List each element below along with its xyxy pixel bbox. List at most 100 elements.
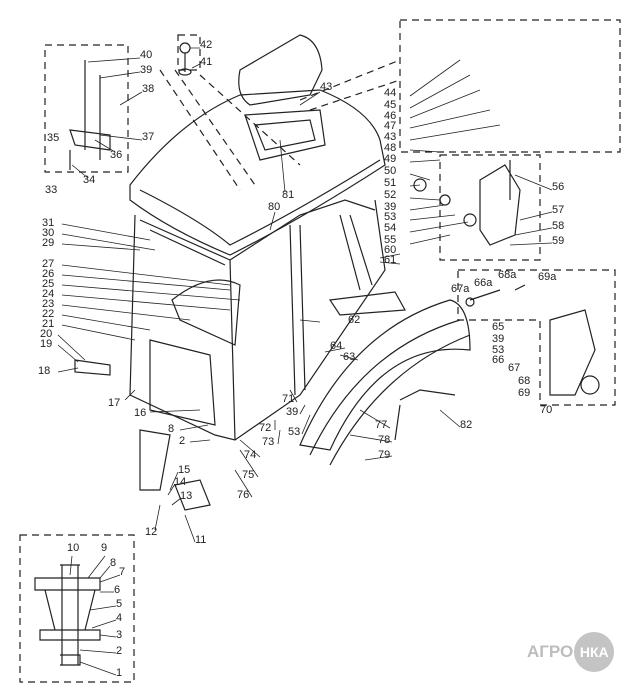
logo-circle: НКА <box>574 632 615 672</box>
callout-label: 25 <box>42 278 55 290</box>
callout-label: 81 <box>282 189 295 201</box>
callout-label: 66 <box>492 354 505 366</box>
callout-label: 42 <box>200 39 213 51</box>
callout-label: 18 <box>38 365 51 377</box>
callout-label: 15 <box>178 464 191 476</box>
callout-label: 53 <box>288 426 301 438</box>
callout-label: 47 <box>384 120 397 132</box>
callout-label: 1 <box>116 667 123 679</box>
inset-lock-box <box>439 154 541 261</box>
callout-label: 39 <box>492 333 505 345</box>
callout-label: 78 <box>378 434 391 446</box>
callout-label: 67 <box>508 362 521 374</box>
callout-label: 33 <box>45 184 58 196</box>
callout-label: 38 <box>142 83 155 95</box>
callout-label: 75 <box>242 469 255 481</box>
callout-label: 51 <box>384 177 397 189</box>
callout-label: 8 <box>168 423 175 435</box>
callout-label: 73 <box>262 436 275 448</box>
callout-label: 57 <box>552 204 565 216</box>
callout-label: 69a <box>538 271 557 283</box>
callout-label: 43 <box>384 131 397 143</box>
callout-label: 29 <box>42 237 55 249</box>
callout-label: 5 <box>116 598 123 610</box>
callout-label: 53 <box>492 344 505 356</box>
callout-label: 67a <box>451 283 470 295</box>
callout-label: 79 <box>378 449 391 461</box>
callout-label: 7 <box>119 566 126 578</box>
callout-label: 39 <box>384 201 397 213</box>
callout-label: 40 <box>140 49 153 61</box>
callout-label: 37 <box>142 131 155 143</box>
callout-label: 54 <box>384 222 397 234</box>
callout-label: 30 <box>42 227 55 239</box>
callout-label: 76 <box>237 489 250 501</box>
callout-label: 41 <box>200 56 213 68</box>
callout-label: 64 <box>330 340 343 352</box>
callout-label: 3 <box>116 629 123 641</box>
callout-label: 71 <box>282 393 295 405</box>
callout-label: 10 <box>67 542 80 554</box>
logo-circle-text: НКА <box>579 644 609 660</box>
callout-label: 65 <box>492 321 505 333</box>
callout-label: 20 <box>40 328 53 340</box>
inset-hinge-box <box>44 44 129 173</box>
callout-label: 16 <box>134 407 147 419</box>
roof-outline <box>129 89 386 256</box>
callout-label: 56 <box>552 181 565 193</box>
callout-label: 21 <box>42 318 55 330</box>
callout-label: 45 <box>384 99 397 111</box>
callout-label: 66a <box>474 277 493 289</box>
leader-lines <box>57 47 553 676</box>
callout-label: 58 <box>552 220 565 232</box>
door-panel <box>149 339 216 426</box>
callout-label: 13 <box>180 490 193 502</box>
callout-label: 63 <box>343 351 356 363</box>
callout-label: 61 <box>384 254 397 266</box>
callout-label: 2 <box>116 645 123 657</box>
watermark-logo: АГРО НКА <box>527 632 615 672</box>
callout-label: 72 <box>259 422 272 434</box>
callout-label: 60 <box>384 244 397 256</box>
callout-label: 24 <box>42 288 55 300</box>
callout-label: 49 <box>384 153 397 165</box>
callout-label: 34 <box>83 174 96 186</box>
callout-label: 46 <box>384 110 397 122</box>
inset-roof-bracket-box <box>399 19 621 153</box>
logo-left-text: АГРО <box>527 642 574 661</box>
callout-label: 6 <box>114 584 121 596</box>
callout-label: 77 <box>375 419 388 431</box>
callout-label: 69 <box>518 387 531 399</box>
hatch-lid <box>238 34 323 106</box>
callout-label: 44 <box>384 87 397 99</box>
callout-label: 68a <box>498 269 517 281</box>
callout-label: 2 <box>179 435 186 447</box>
callout-label: 59 <box>552 235 565 247</box>
callout-label: 35 <box>47 132 60 144</box>
callout-label: 14 <box>174 476 187 488</box>
callout-label: 26 <box>42 268 55 280</box>
callout-label: 23 <box>42 298 55 310</box>
inset-bolt-box <box>177 34 201 71</box>
callout-label: 9 <box>101 542 108 554</box>
callout-label: 48 <box>384 142 397 154</box>
callout-label: 43 <box>320 81 333 93</box>
callout-label: 55 <box>384 234 397 246</box>
callout-label: 62 <box>348 314 361 326</box>
callout-label: 17 <box>108 397 121 409</box>
mount-section <box>34 564 101 666</box>
callout-label: 11 <box>195 534 207 546</box>
callout-label: 19 <box>40 338 53 350</box>
callout-label: 70 <box>540 404 553 416</box>
callout-label: 27 <box>42 258 55 270</box>
cab-frame <box>129 199 386 441</box>
inset-mount-box <box>19 534 135 683</box>
callout-label: 12 <box>145 526 158 538</box>
callout-label: 53 <box>384 211 397 223</box>
callout-label: 4 <box>116 612 123 624</box>
fender-outer <box>299 299 471 451</box>
inset-frames <box>19 19 621 683</box>
callout-label: 39 <box>140 64 153 76</box>
